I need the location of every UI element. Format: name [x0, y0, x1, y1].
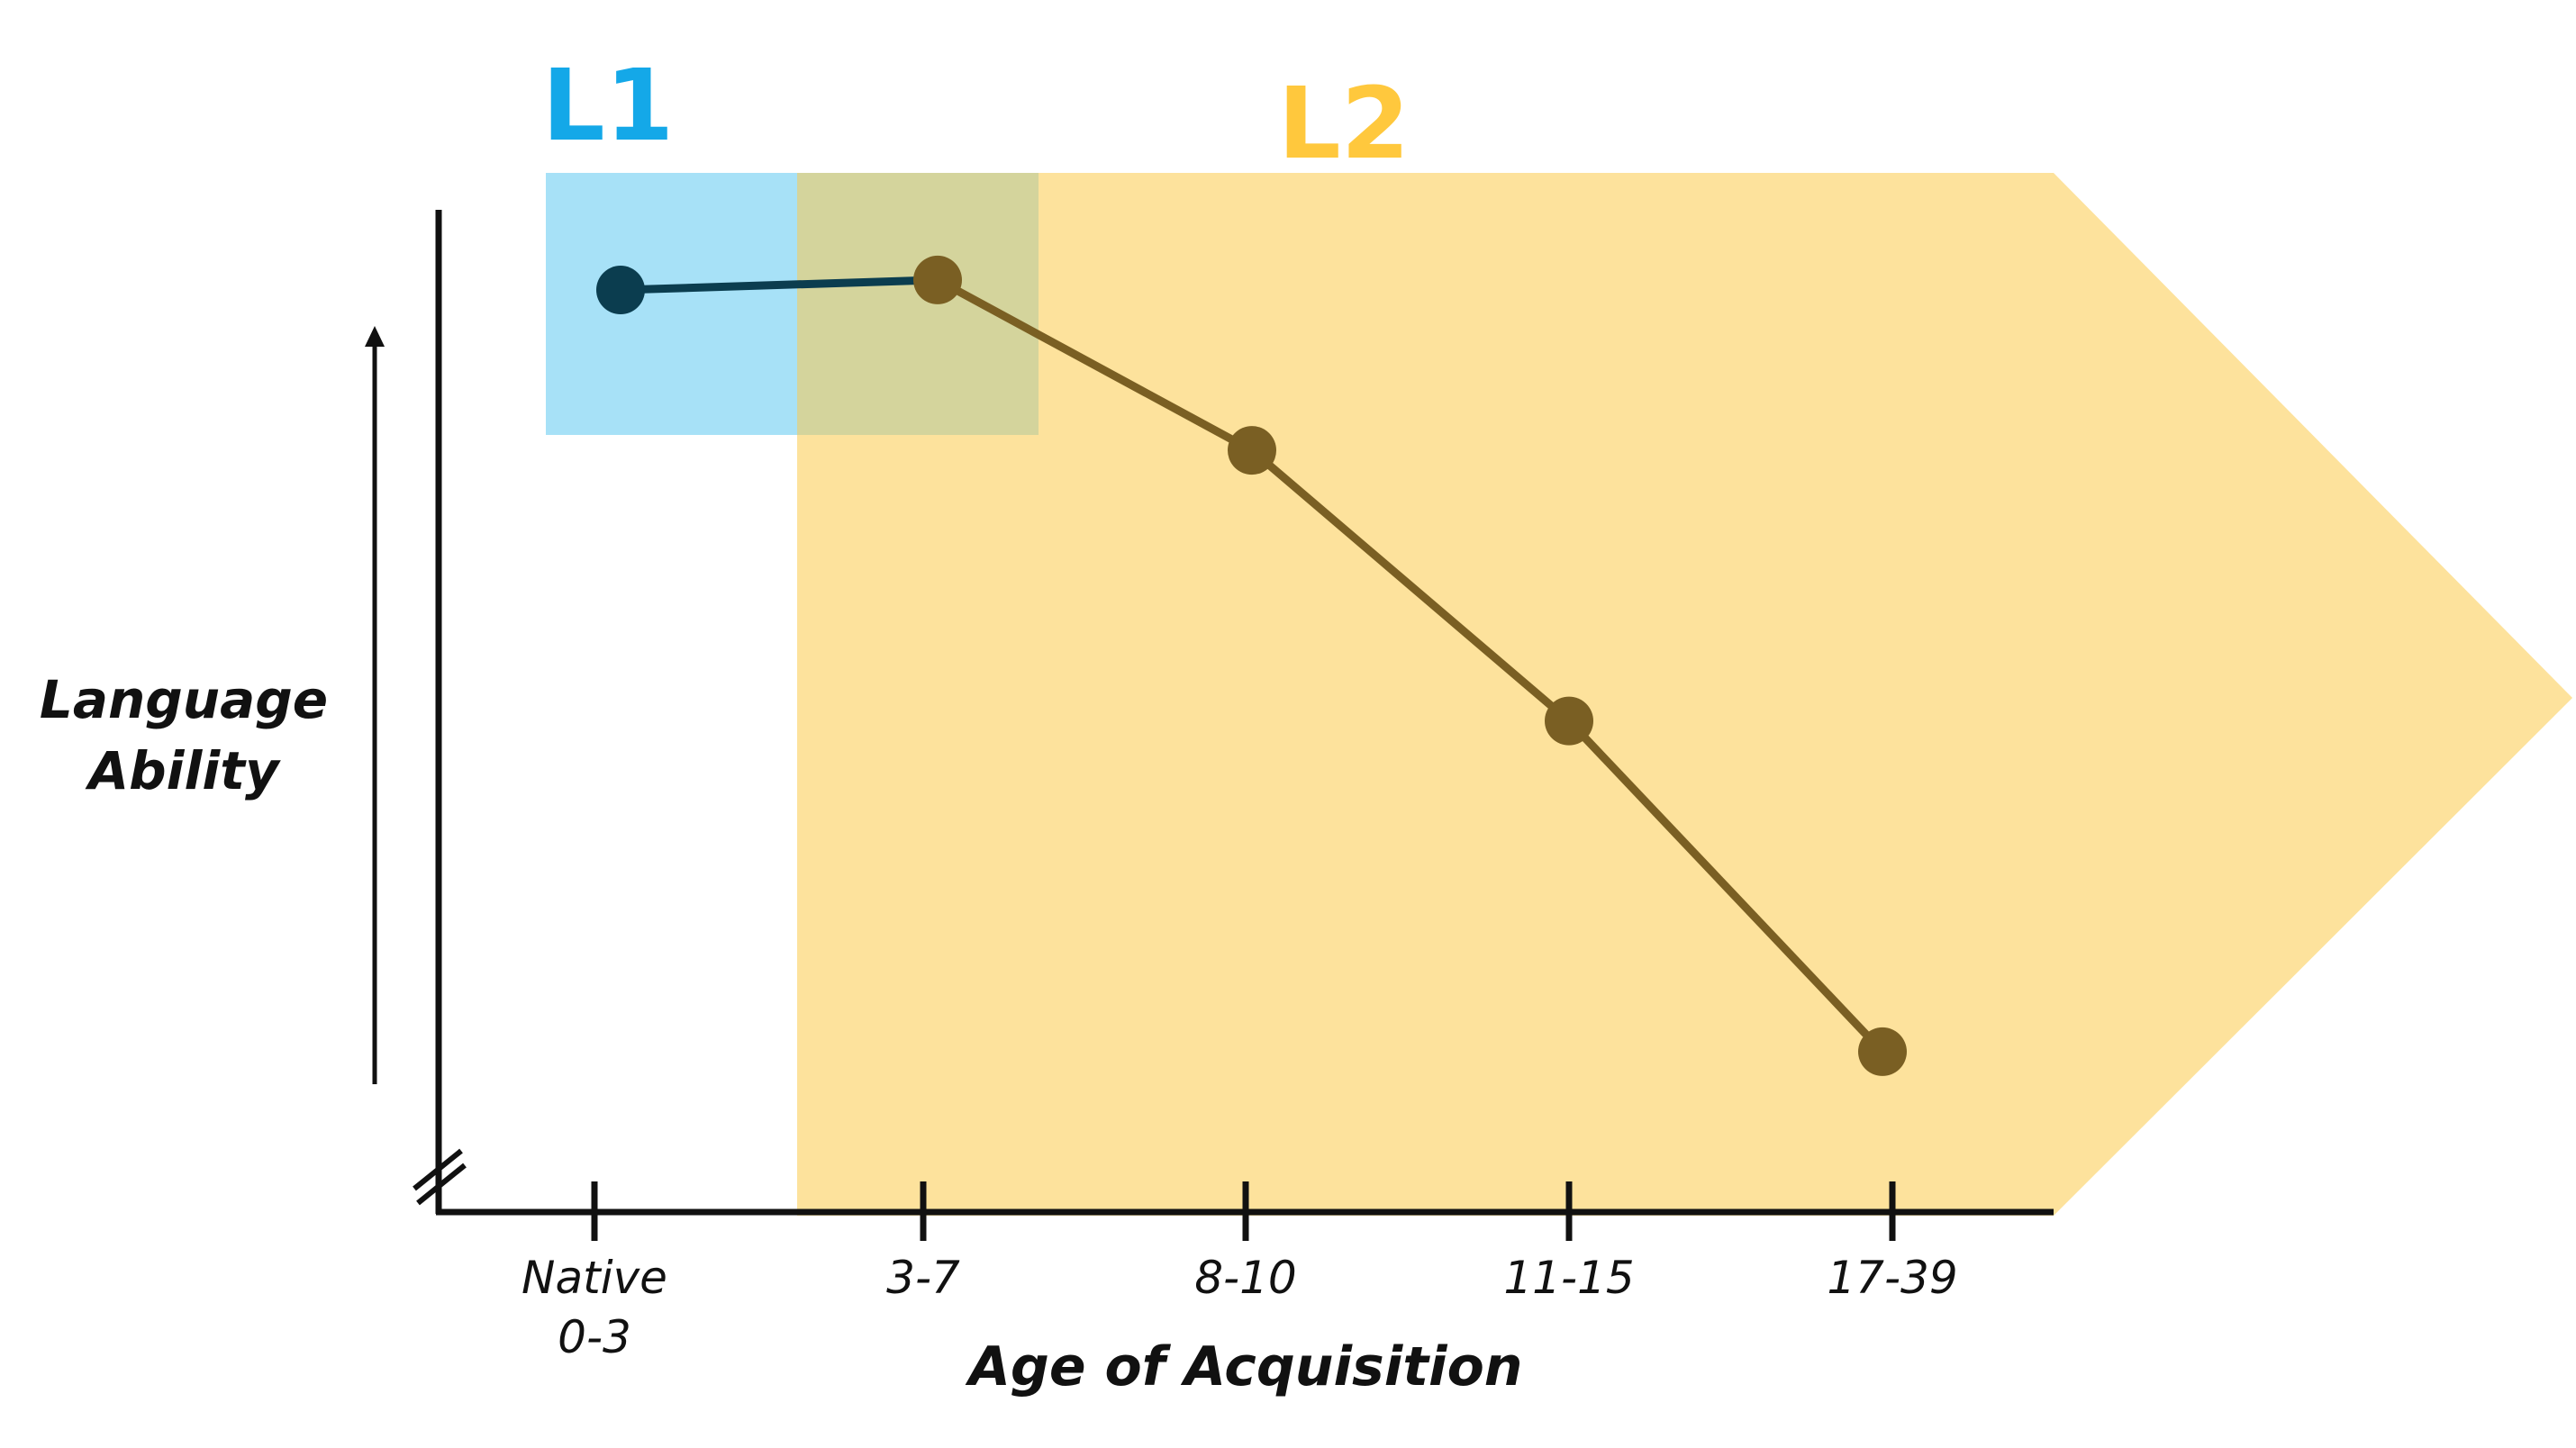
x-tick-label: 3-7 [886, 1252, 960, 1304]
x-tick-label: Native [522, 1252, 667, 1304]
x-axis-label: Age of Acquisition [965, 1335, 1522, 1398]
y-label-line2: Ability [85, 740, 281, 801]
x-tick-label: 0-3 [558, 1311, 631, 1363]
x-tick-label: 11-15 [1503, 1252, 1634, 1304]
data-point [1858, 1027, 1907, 1076]
l2-region [797, 173, 2572, 1216]
data-point [1228, 426, 1276, 475]
l2-label: L2 [1278, 66, 1410, 181]
y-arrow [365, 326, 385, 1084]
l1-label: L1 [542, 48, 675, 163]
overlap-region [797, 173, 1039, 435]
series-segment [620, 276, 939, 294]
x-tick-label: 8-10 [1194, 1252, 1296, 1304]
series-segment [935, 276, 1255, 455]
data-point [596, 266, 645, 315]
y-label-line1: Language [40, 669, 328, 730]
series-segment [1565, 718, 1886, 1055]
x-tick-label: 17-39 [1827, 1252, 1957, 1304]
data-point [1545, 696, 1593, 746]
l1-region [546, 173, 797, 435]
axis-break-icon [413, 1148, 467, 1206]
series-segment [1249, 447, 1572, 725]
data-point [913, 255, 962, 304]
